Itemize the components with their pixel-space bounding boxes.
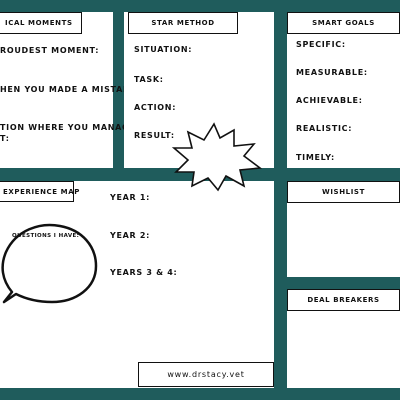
smart-realistic: REALISTIC: — [296, 124, 353, 133]
experience-years-3-4: YEARS 3 & 4: — [110, 268, 178, 277]
experience-year-1: YEAR 1: — [110, 193, 151, 202]
smart-specific: SPECIFIC: — [296, 40, 346, 49]
deal-breakers-title: DEAL BREAKERS — [287, 289, 400, 311]
website-footer[interactable]: www.drstacy.vet — [138, 362, 274, 387]
questions-label: QUESTIONS I HAVE: — [12, 233, 80, 239]
smart-measurable: MEASURABLE: — [296, 68, 368, 77]
star-task: TASK: — [134, 75, 164, 84]
star-result: RESULT: — [134, 131, 175, 140]
starburst-icon — [171, 122, 262, 192]
critical-moment-managed: TION WHERE YOU MANAGED — [0, 123, 143, 132]
star-method-title: STAR METHOD — [128, 12, 238, 34]
wishlist-title: WISHLIST — [287, 181, 400, 203]
smart-goals-title: SMART GOALS — [287, 12, 400, 34]
star-situation: SITUATION: — [134, 45, 193, 54]
critical-moment-managed-cont: T: — [0, 134, 10, 143]
critical-moments-panel — [0, 12, 113, 168]
smart-timely: TIMELY: — [296, 153, 335, 162]
smart-achievable: ACHIEVABLE: — [296, 96, 363, 105]
star-action: ACTION: — [134, 103, 177, 112]
speech-bubble-icon — [1, 223, 98, 304]
critical-moment-proudest: ROUDEST MOMENT: — [0, 46, 100, 55]
experience-map-title: EXPERIENCE MAP — [0, 181, 79, 202]
smart-goals-panel — [287, 12, 400, 168]
experience-year-2: YEAR 2: — [110, 231, 151, 240]
critical-moment-mistake: HEN YOU MADE A MISTAKE: — [0, 85, 140, 94]
critical-moments-title: ICAL MOMENTS — [0, 12, 82, 34]
